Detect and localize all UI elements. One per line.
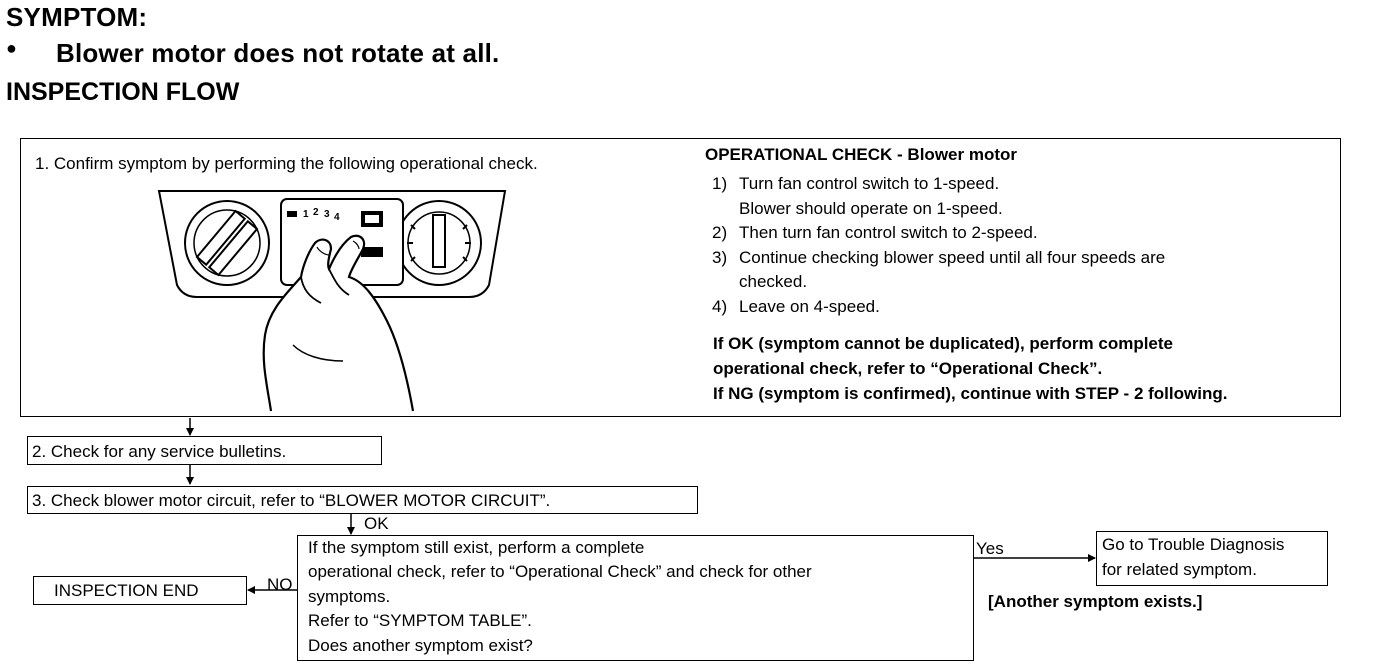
decision-box: If the symptom still exist, perform a co… (297, 535, 974, 661)
hand-icon (262, 234, 415, 412)
step3-label: 3. Check blower motor circuit, refer to … (32, 491, 551, 510)
operational-check-title: OPERATIONAL CHECK - Blower motor (705, 145, 1017, 164)
trouble-diagnosis-text: Go to Trouble Diagnosis for related symp… (1102, 535, 1285, 579)
no-label: NO (267, 575, 293, 594)
operational-check-item: 1) Turn fan control switch to 1-speed. B… (712, 174, 1003, 218)
left-knob-icon (184, 200, 270, 286)
ok-result-line2: operational check, refer to “Operational… (713, 359, 1103, 378)
step1-box: 1. Confirm symptom by performing the fol… (20, 138, 1341, 417)
step2-box: 2. Check for any service bulletins. (27, 436, 382, 465)
symptom-heading: SYMPTOM: (6, 2, 148, 32)
bullet-icon: ● (6, 38, 18, 58)
ng-result-line: If NG (symptom is confirmed), continue w… (713, 384, 1228, 403)
ok-label: OK (364, 514, 389, 533)
operational-check-section: OPERATIONAL CHECK - Blower motor 1) Turn… (705, 142, 1341, 406)
control-panel-illustration: 1 2 3 4 (157, 190, 507, 412)
step3-box: 3. Check blower motor circuit, refer to … (27, 486, 698, 514)
speed-label-4: 4 (334, 212, 340, 223)
yes-label: Yes (976, 539, 1004, 558)
inspection-flow-heading: INSPECTION FLOW (6, 78, 240, 106)
speed-label-2: 2 (313, 207, 319, 218)
trouble-diagnosis-box: Go to Trouble Diagnosis for related symp… (1096, 531, 1328, 586)
speed-label-3: 3 (324, 209, 330, 220)
inspection-end-box: INSPECTION END (33, 576, 247, 605)
operational-check-item: 2) Then turn fan control switch to 2-spe… (712, 223, 1038, 242)
operational-check-list: 1) Turn fan control switch to 1-speed. B… (705, 172, 1341, 319)
ok-result-line1: If OK (symptom cannot be duplicated), pe… (713, 334, 1173, 353)
operational-check-item: 3) Continue checking blower speed until … (712, 247, 1166, 292)
step2-label: 2. Check for any service bulletins. (32, 442, 287, 461)
speed-label-1: 1 (303, 209, 309, 220)
symptom-text: Blower motor does not rotate at all. (56, 38, 500, 68)
inspection-end-label: INSPECTION END (54, 581, 199, 600)
operational-check-item: 4) Leave on 4-speed. (712, 296, 880, 316)
another-symptom-label: [Another symptom exists.] (988, 592, 1203, 611)
decision-text: If the symptom still exist, perform a co… (308, 538, 812, 655)
step1-label: 1. Confirm symptom by performing the fol… (35, 154, 538, 173)
